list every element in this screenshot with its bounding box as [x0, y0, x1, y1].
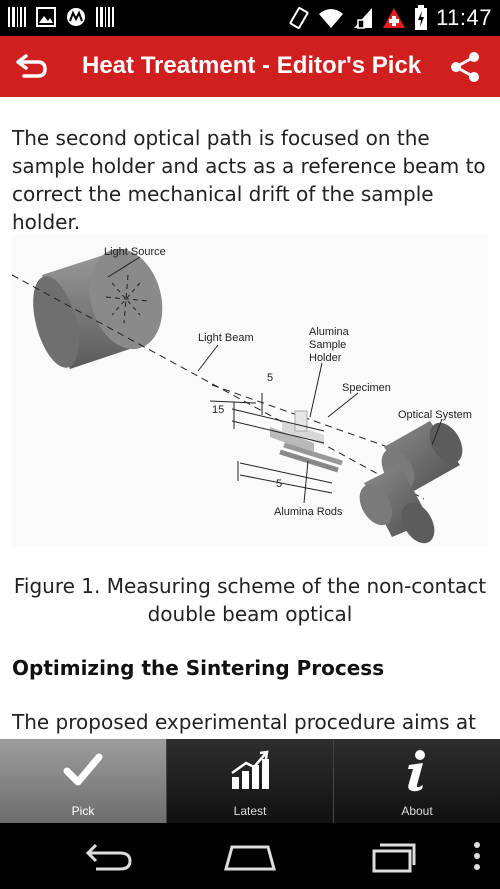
barcode-icon — [8, 7, 26, 27]
tab-label: Latest — [233, 804, 267, 818]
label-light-source: Light Source — [104, 246, 166, 258]
label-light-beam: Light Beam — [198, 332, 254, 344]
back-nav-icon[interactable] — [80, 839, 140, 873]
tab-about[interactable]: About — [334, 739, 500, 823]
figure-diagram: Light Source Light Beam Alumina Sample H… — [11, 235, 488, 547]
recent-apps-icon[interactable] — [360, 839, 420, 873]
section-heading: Optimizing the Sintering Process — [12, 656, 385, 680]
home-nav-icon[interactable] — [220, 839, 280, 873]
label-specimen: Specimen — [342, 382, 391, 394]
label-alumina-holder-2: Sample — [309, 339, 346, 351]
page-title: Heat Treatment - Editor's Pick — [82, 52, 422, 79]
bottom-tab-bar: Pick Latest About — [0, 739, 500, 823]
optical-system-cylinders — [359, 421, 463, 544]
tab-latest[interactable]: Latest — [167, 739, 334, 823]
label-alumina-rods: Alumina Rods — [274, 506, 343, 518]
label-optical-system: Optical System — [398, 409, 472, 421]
motorola-icon — [66, 7, 86, 27]
overflow-menu-icon[interactable] — [472, 841, 482, 871]
checkmark-icon — [61, 749, 105, 793]
barcode-icon — [96, 7, 114, 27]
label-alumina-holder-3: Holder — [309, 352, 342, 364]
first-aid-icon — [382, 7, 406, 29]
wifi-icon — [318, 7, 344, 29]
back-arrow-icon[interactable] — [14, 50, 50, 82]
system-nav-bar — [0, 823, 500, 889]
label-dim-15: 15 — [212, 404, 224, 416]
article-paragraph: The proposed experimental procedure aims… — [12, 710, 477, 734]
signal-icon — [352, 6, 374, 30]
label-dim-5-bottom: 5 — [276, 478, 282, 490]
sample-holder-shape — [270, 410, 343, 473]
battery-charging-icon — [414, 5, 428, 31]
info-icon — [395, 749, 439, 793]
article-content[interactable]: The second optical path is focused on th… — [0, 97, 500, 739]
label-alumina-holder-1: Alumina — [309, 326, 350, 338]
light-source-cylinder — [33, 248, 163, 369]
status-time: 11:47 — [436, 5, 492, 30]
label-dim-5-top: 5 — [267, 372, 273, 384]
status-bar: 11:47 — [0, 0, 500, 36]
share-icon[interactable] — [448, 50, 482, 84]
vibrate-icon — [288, 6, 310, 30]
figure-caption: Figure 1. Measuring scheme of the non-co… — [13, 574, 487, 626]
leader-lines — [107, 256, 443, 504]
dimension-lines — [209, 393, 333, 494]
tab-label: Pick — [71, 804, 95, 818]
app-bar: Heat Treatment - Editor's Pick — [0, 36, 500, 97]
bar-chart-icon — [228, 749, 272, 793]
image-icon — [36, 7, 56, 27]
article-paragraph: The second optical path is focused on th… — [12, 126, 486, 234]
tab-label: About — [401, 804, 433, 818]
tab-pick[interactable]: Pick — [0, 739, 167, 823]
